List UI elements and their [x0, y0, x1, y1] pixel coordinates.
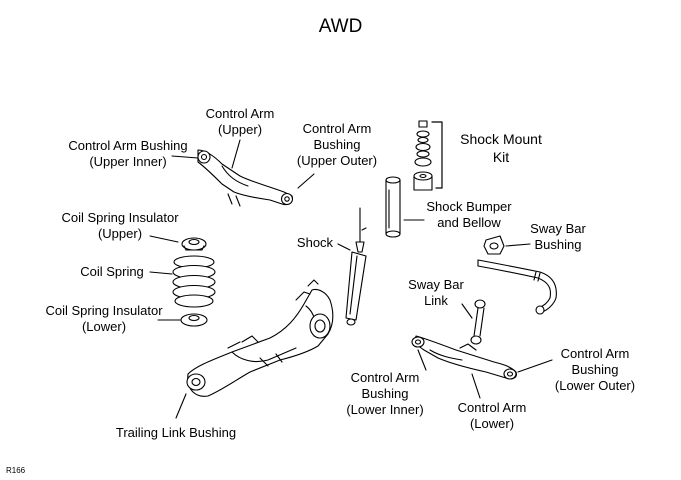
diagram-title: AWD: [318, 16, 363, 37]
figure-code: R166: [6, 466, 26, 475]
label-control-arm-bushing-upper-inner: Control Arm Bushing(Upper Inner): [68, 138, 188, 169]
label-shock: Shock: [296, 235, 334, 250]
coil-spring-part: [172, 255, 216, 308]
upper-control-arm-part: [197, 149, 294, 207]
label-trailing-link-bushing: Trailing Link Bushing: [115, 425, 237, 440]
leader-lines: [149, 139, 553, 419]
sway-bar-bushing-part: [483, 235, 505, 255]
sway-bar-part: [477, 259, 557, 315]
coil-spring-insulator-upper-part: [181, 237, 207, 251]
label-control-arm-upper: Control Arm(Upper): [205, 106, 275, 137]
label-coil-spring-insulator-lower: Coil Spring Insulator(Lower): [45, 303, 163, 334]
shock-mount-kit-part: [413, 120, 433, 191]
sway-bar-link-part: [470, 299, 486, 345]
coil-spring-insulator-lower-part: [180, 313, 208, 327]
label-coil-spring: Coil Spring: [80, 264, 144, 279]
shock-bumper-bellow-part: [385, 176, 401, 238]
lower-control-arm-part: [411, 335, 517, 380]
label-coil-spring-insulator-upper: Coil Spring Insulator(Upper): [61, 210, 179, 241]
trailing-link-part: [186, 279, 334, 397]
shock-absorber-part: [345, 207, 367, 326]
label-control-arm-lower: Control Arm(Lower): [457, 400, 527, 431]
